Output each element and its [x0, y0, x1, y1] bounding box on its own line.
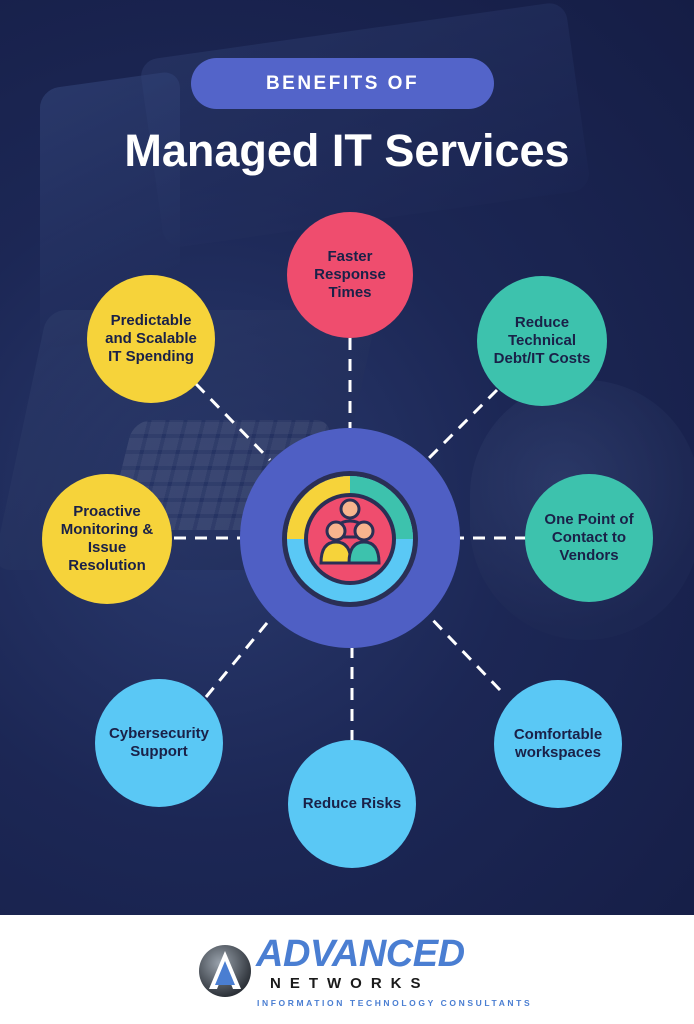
benefit-predictable-spending: Predictable and Scalable IT Spending: [87, 275, 215, 403]
infographic-poster: BENEFITS OF Managed IT Services: [0, 0, 694, 915]
header-pill: BENEFITS OF: [191, 58, 494, 109]
team-people-icon: [282, 471, 418, 607]
brand-tagline: INFORMATION TECHNOLOGY CONSULTANTS: [257, 998, 533, 1008]
benefit-cybersecurity-support: Cybersecurity Support: [95, 679, 223, 807]
pill-text: BENEFITS OF: [265, 72, 420, 94]
benefit-proactive-monitoring: Proactive Monitoring & Issue Resolution: [42, 474, 172, 604]
benefit-one-point-of-contact: One Point of Contact to Vendors: [525, 474, 653, 602]
a-logo-icon: [199, 945, 251, 997]
footer: ADVANCED NETWORKS INFORMATION TECHNOLOGY…: [0, 915, 694, 1024]
connector-bottom-left: [204, 611, 278, 698]
brand-subtitle: NETWORKS: [270, 975, 430, 992]
benefit-reduce-risks: Reduce Risks: [288, 740, 416, 868]
benefit-comfortable-workspaces: Comfortable workspaces: [494, 680, 622, 808]
connector-bottom-right: [425, 612, 502, 692]
connector-top-left: [194, 382, 272, 462]
brand-name: ADVANCED: [256, 933, 465, 975]
benefit-faster-response: Faster Response Times: [287, 212, 413, 338]
page-title: Managed IT Services: [124, 125, 570, 176]
connector-top-right: [423, 388, 499, 464]
benefit-reduce-technical-debt: Reduce Technical Debt/IT Costs: [477, 276, 607, 406]
connector-lines: [0, 0, 694, 915]
